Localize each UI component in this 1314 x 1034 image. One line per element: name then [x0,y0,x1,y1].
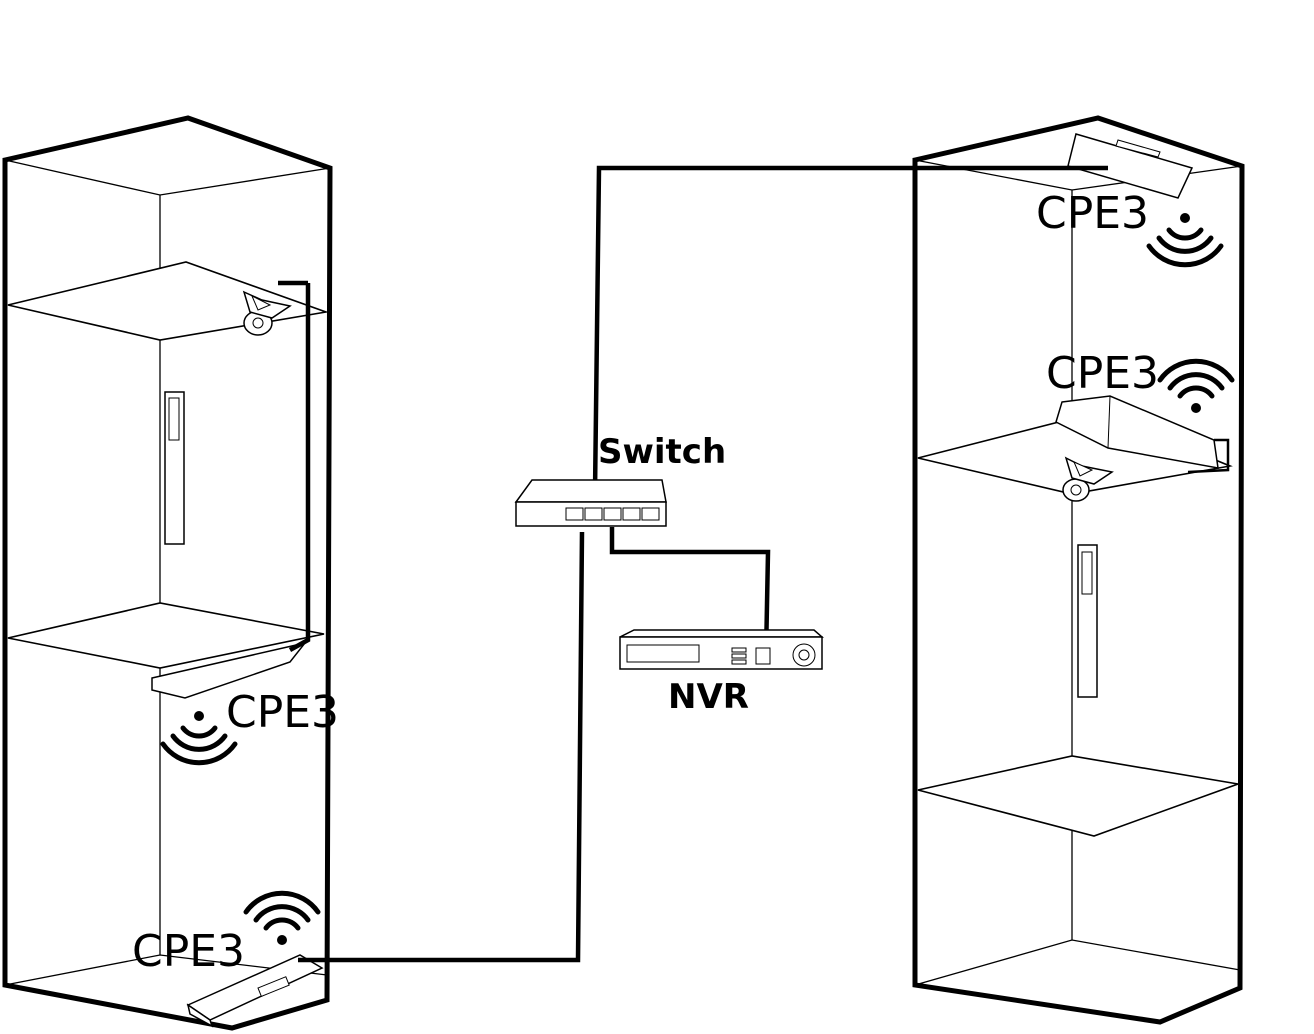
right-camera-icon [1062,456,1114,502]
cable-switch-to-nvr [609,527,771,657]
wifi-icon [243,890,321,945]
wifi-icon [1157,358,1235,413]
left-upper-shelf [7,261,330,341]
switch-device [514,479,667,527]
nvr-device [619,629,824,670]
wifi-icon [160,711,238,766]
left-mid-cpe-device [151,641,307,699]
right-lower-shelf [917,755,1242,837]
cable-switch-to-left-bottom-cpe [298,531,585,963]
cpe-label-right-top: CPE3 [1036,188,1149,239]
right-elevator-shaft [912,115,1245,1025]
left-elevator-shaft [2,115,333,1031]
switch-label: Switch [598,432,726,472]
left-bottom-cpe-device [186,954,324,1028]
cpe-label-left-mid: CPE3 [226,687,339,738]
wifi-icon [1146,213,1224,268]
cable-switch-to-right-top-cpe [592,165,1108,493]
left-lower-shelf [7,602,325,669]
right-upper-shelf [917,411,1233,495]
right-top-cpe-device [1067,133,1194,199]
left-camera-icon [242,280,311,652]
cpe-label-left-bottom: CPE3 [132,926,245,977]
right-mid-cpe-device [1055,395,1230,474]
network-cables [298,165,1108,963]
cpe-label-right-mid: CPE3 [1046,348,1159,399]
nvr-label: NVR [668,677,749,717]
